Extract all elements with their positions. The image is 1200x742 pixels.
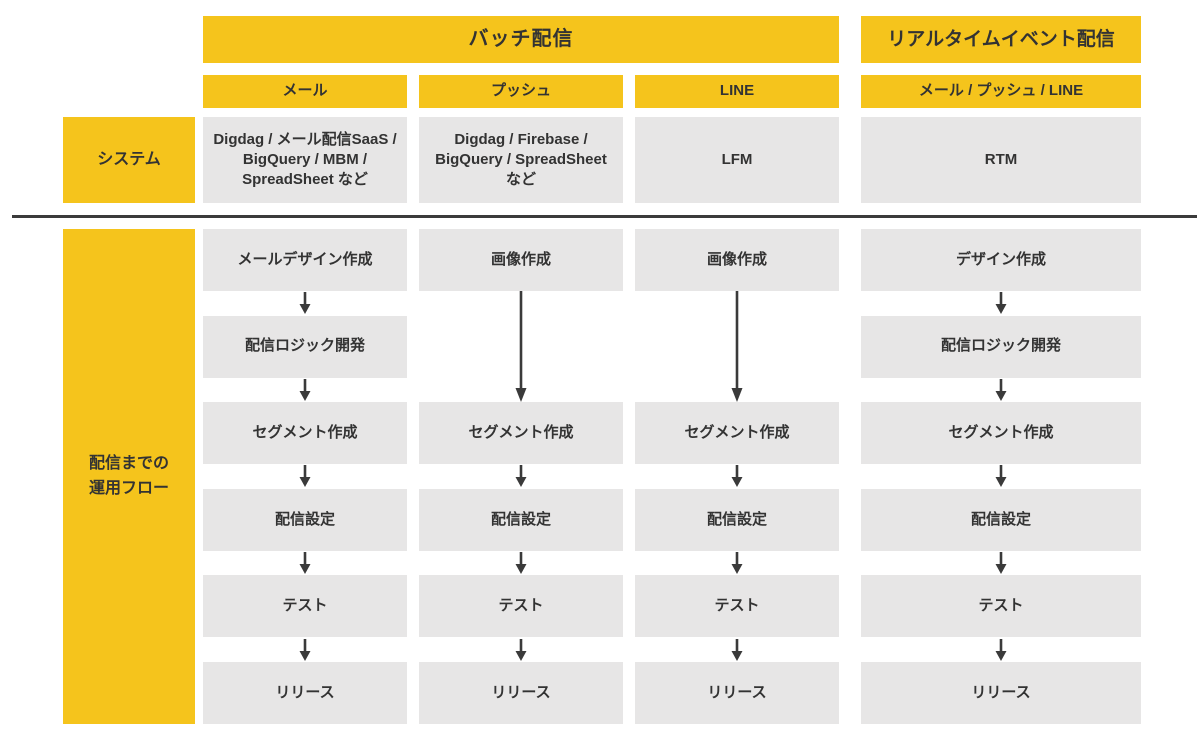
channel-header-line: LINE [635, 75, 839, 108]
flow-step: リリース [861, 661, 1141, 724]
flow-step: テスト [635, 575, 839, 638]
flow-step: 配信設定 [861, 488, 1141, 551]
flow-step: テスト [861, 575, 1141, 638]
flow-step: 配信設定 [635, 488, 839, 551]
flow-step: リリース [419, 661, 623, 724]
flow-row-label-line2: 運用フロー [88, 480, 169, 498]
arrow-down-icon [861, 378, 1141, 403]
diagram-grid: バッチ配信 リアルタイムイベント配信 メール プッシュ LINE メール / プ… [63, 16, 1141, 724]
flow-step: セグメント作成 [635, 402, 839, 465]
flow-step: リリース [635, 661, 839, 724]
arrow-down-icon [203, 637, 407, 662]
arrow-down-icon [203, 464, 407, 489]
arrow-down-icon [635, 637, 839, 662]
flow-step: 配信設定 [419, 488, 623, 551]
flow-step: テスト [203, 575, 407, 638]
flow-step: 配信ロジック開発 [203, 315, 407, 378]
arrow-down-icon [861, 637, 1141, 662]
flow-step: セグメント作成 [861, 402, 1141, 465]
flow-step: 配信設定 [203, 488, 407, 551]
flow-step: 画像作成 [635, 229, 839, 291]
arrow-down-icon [419, 551, 623, 576]
channel-header-mail-push-line: メール / プッシュ / LINE [861, 75, 1141, 108]
flow-row-label: 配信までの 運用フロー [63, 229, 195, 724]
arrow-down-icon [203, 378, 407, 403]
arrow-down-icon [635, 464, 839, 489]
flow-step: テスト [419, 575, 623, 638]
arrow-down-icon [861, 291, 1141, 316]
arrow-down-icon [203, 551, 407, 576]
system-cell-realtime: RTM [861, 117, 1141, 203]
flow-step: 画像作成 [419, 229, 623, 291]
flow-step: メールデザイン作成 [203, 229, 407, 291]
flow-step: 配信ロジック開発 [861, 315, 1141, 378]
channel-header-mail: メール [203, 75, 407, 108]
flow-step: デザイン作成 [861, 229, 1141, 291]
channel-header-push: プッシュ [419, 75, 623, 108]
arrow-down-icon [203, 291, 407, 316]
arrow-down-icon [861, 464, 1141, 489]
arrow-down-icon [419, 464, 623, 489]
system-cell-mail: Digdag / メール配信SaaS / BigQuery / MBM / Sp… [203, 117, 407, 203]
header-batch-delivery: バッチ配信 [203, 16, 839, 63]
system-row-label: システム [63, 117, 195, 203]
arrow-down-icon [861, 551, 1141, 576]
flow-step: セグメント作成 [419, 402, 623, 465]
flow-step: セグメント作成 [203, 402, 407, 465]
section-divider [12, 215, 1197, 218]
header-realtime-delivery: リアルタイムイベント配信 [861, 16, 1141, 63]
flow-step: リリース [203, 661, 407, 724]
flow-row-label-line1: 配信までの [88, 454, 169, 472]
arrow-down-icon [419, 637, 623, 662]
arrow-down-long-icon [419, 291, 623, 403]
arrow-down-icon [635, 551, 839, 576]
system-cell-line: LFM [635, 117, 839, 203]
system-cell-push: Digdag / Firebase / BigQuery / SpreadShe… [419, 117, 623, 203]
arrow-down-long-icon [635, 291, 839, 403]
